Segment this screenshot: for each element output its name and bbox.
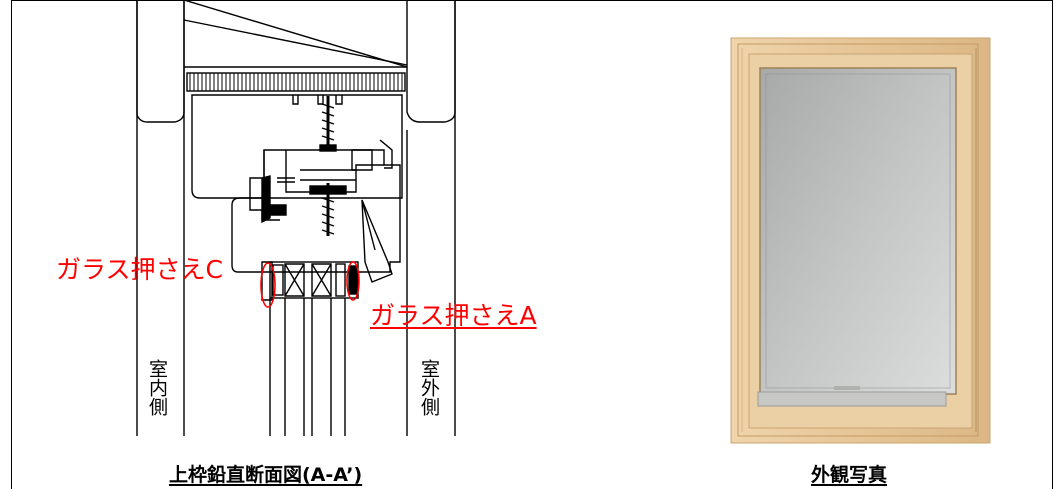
interior-side-label: 室内側 bbox=[146, 359, 168, 416]
glass-stop-a-label: ガラス押さえA bbox=[370, 301, 537, 330]
top-frame-timber bbox=[191, 94, 403, 199]
section-drawing-caption: 上枠鉛直断面図(A-A’) bbox=[169, 464, 363, 486]
exterior-side-label: 室外側 bbox=[418, 359, 440, 416]
sash-profile bbox=[231, 149, 401, 273]
glass-stop-c-label: ガラス押さえC bbox=[56, 255, 223, 284]
head-left-block bbox=[136, 0, 185, 123]
window-photo bbox=[730, 37, 991, 444]
screw-icon bbox=[319, 96, 337, 236]
glass-stop-a-marker bbox=[346, 261, 360, 301]
head-right-block bbox=[406, 0, 456, 123]
diagram-frame bbox=[11, 0, 1053, 489]
glass-stop-c-marker bbox=[260, 262, 276, 308]
photo-caption: 外観写真 bbox=[811, 464, 888, 486]
